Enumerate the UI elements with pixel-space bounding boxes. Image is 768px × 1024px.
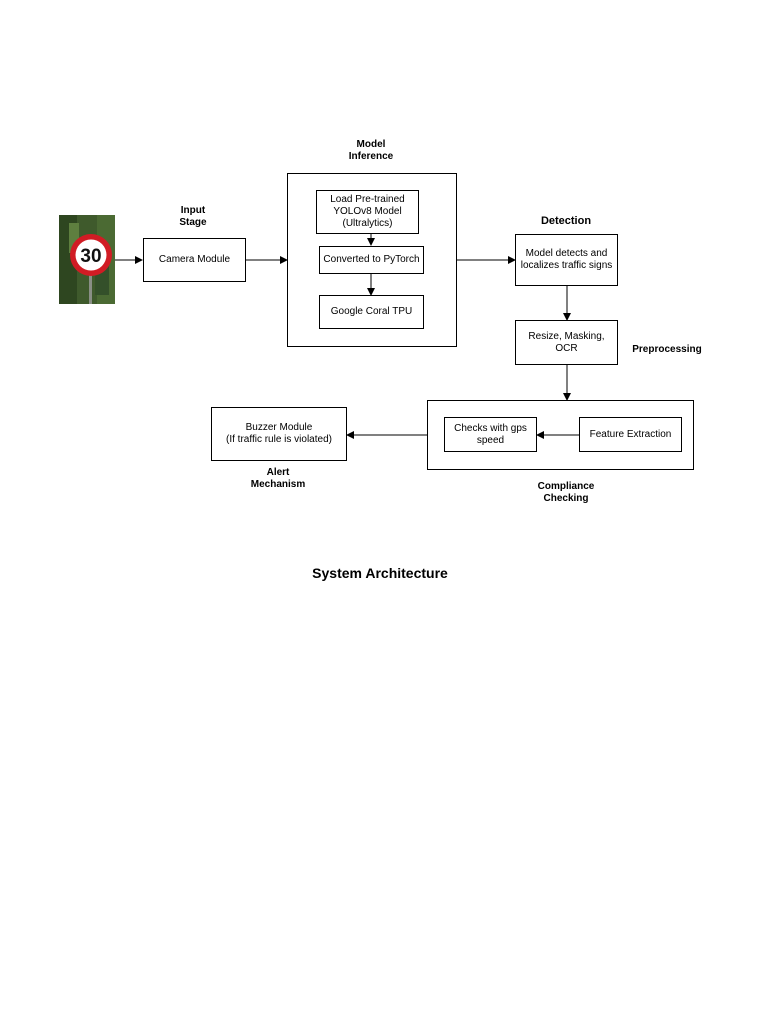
stage-label-detection: Detection	[540, 215, 592, 227]
stage-label-input-stage: Input Stage	[179, 205, 207, 228]
stage-label-preprocessing: Preprocessing	[632, 344, 702, 355]
checks-gps-speed-box: Checks with gps speed	[444, 417, 537, 452]
model-detects-box: Model detects and localizes traffic sign…	[515, 234, 618, 286]
diagram-caption: System Architecture	[312, 565, 448, 581]
model-inference-container	[287, 173, 457, 347]
feature-extraction-box: Feature Extraction	[579, 417, 682, 452]
load-model-box: Load Pre-trained YOLOv8 Model (Ultralyti…	[316, 190, 419, 234]
stage-label-model-inference: Model Inference	[348, 139, 394, 162]
buzzer-module-box: Buzzer Module (If traffic rule is violat…	[211, 407, 347, 461]
camera-module-box: Camera Module	[143, 238, 246, 282]
compliance-checking-container	[427, 400, 694, 470]
converted-pytorch-box: Converted to PyTorch	[319, 246, 424, 274]
speed-limit-value: 30	[80, 246, 101, 267]
google-coral-tpu-box: Google Coral TPU	[319, 295, 424, 329]
resize-masking-ocr-box: Resize, Masking, OCR	[515, 320, 618, 365]
stage-label-compliance-checking: Compliance Checking	[537, 481, 595, 504]
speed-limit-sign-photo: 30	[59, 215, 115, 304]
stage-label-alert-mechanism: Alert Mechanism	[250, 467, 306, 490]
